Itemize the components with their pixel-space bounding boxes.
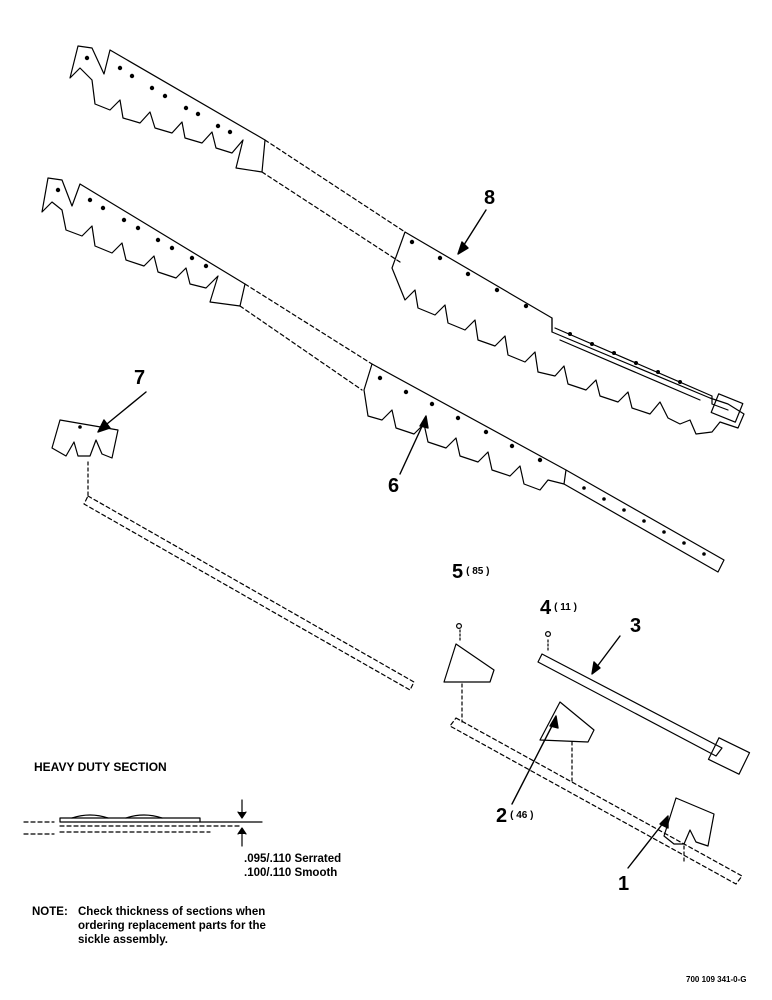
callout-6-number: 6 [388,475,400,497]
thickness-specs: .095/.110 Serrated .100/.110 Smooth [244,852,341,880]
spec-serrated: .095/.110 Serrated [244,853,342,865]
rivet-holes-6-right [377,375,706,556]
sickle-assembly-8 [69,45,745,435]
sickle-section-6-right [363,363,567,491]
callout-7-number: 7 [134,367,146,389]
callout-1-number: 1 [618,873,630,895]
sickle-section-8-left [69,45,266,173]
heavy-duty-title: HEAVY DUTY SECTION [34,760,167,774]
sickle-head-8 [710,393,744,423]
note-line-1: Check thickness of sections when [78,906,266,918]
callout-6: 6 [388,476,399,496]
assembly-centerlines [461,683,685,863]
heavy-duty-detail [23,799,263,847]
callout-5-number: 5 [452,561,464,583]
callout-4-quantity: ( 11 ) [554,602,577,613]
knife-bar-7 [83,495,415,691]
callout-2: 2( 46 ) [496,806,533,826]
callout-5: 5( 85 ) [452,562,489,582]
leader-arrows [97,209,669,869]
knife-section-7 [51,419,415,691]
note-key: NOTE: [32,906,68,918]
sickle-assembly-6 [41,177,725,573]
rivet-holes-8-right [409,239,682,384]
callout-8-number: 8 [484,187,496,209]
callout-2-number: 2 [496,805,508,827]
document-reference: 700 109 341-0-G [686,975,747,984]
replacement-parts [443,622,751,885]
note-line-3: sickle assembly. [78,934,168,946]
callout-4: 4( 11 ) [540,598,577,618]
callout-5-quantity: ( 85 ) [466,566,490,577]
back-bar-3 [537,653,723,757]
callout-2-quantity: ( 46 ) [510,810,534,821]
note-block: NOTE: Check thickness of sections when or… [32,905,266,947]
note-line-2: ordering replacement parts for the [78,920,266,932]
callout-4-number: 4 [540,597,552,619]
section-5-outline [443,643,495,683]
section-2-outline [539,701,595,743]
sickle-section-8-right [391,231,745,435]
sickle-section-6-left [41,177,246,307]
callout-7: 7 [134,368,145,388]
callout-1: 1 [618,874,629,894]
callout-3: 3 [630,616,641,636]
rivet-holes-6-left [55,187,209,269]
section-7-outline [51,419,119,459]
knife-bar-lower [449,717,743,885]
callout-3-number: 3 [630,615,642,637]
knife-back-8 [551,317,729,411]
break-line-8 [261,139,406,263]
spec-smooth: .100/.110 Smooth [244,867,338,879]
section-1-outline [663,797,715,847]
note-line-1-row: NOTE: Check thickness of sections when [32,905,266,919]
rivet-holes-8-left [84,55,233,135]
sickle-head-3 [707,737,751,775]
break-line-6 [239,283,373,391]
knife-back-6 [563,469,725,573]
callout-8: 8 [484,188,495,208]
